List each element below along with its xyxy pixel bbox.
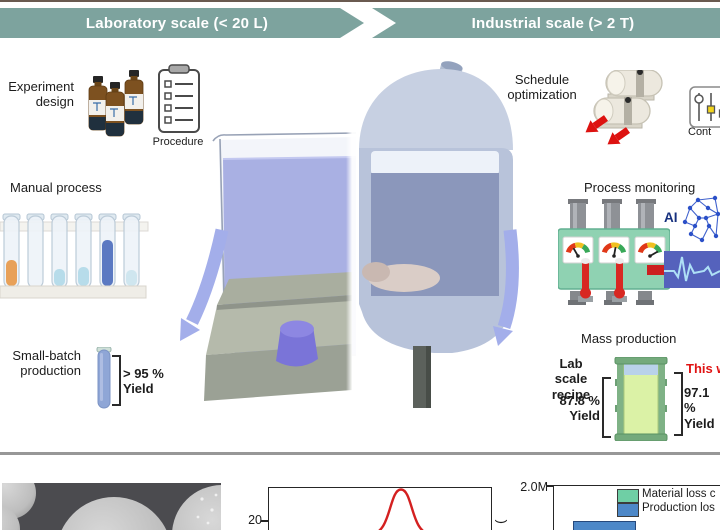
mass-production-label: Mass production (581, 331, 677, 346)
reactor-leg (413, 346, 430, 408)
schedule-optimization-label: Schedule optimization (507, 72, 577, 103)
right-chart-frame (553, 485, 720, 530)
reagent-bottles-icon (88, 69, 144, 137)
this-work-bracket (674, 372, 683, 436)
mid-chart-curve (377, 488, 425, 530)
process-monitoring-label: Process monitoring (584, 180, 696, 195)
mid-chart-ytick: 20 (248, 513, 262, 527)
legend-label-material-loss: Material loss c (642, 488, 716, 500)
top-rule (0, 0, 720, 2)
procedure-clipboard-icon (158, 64, 200, 133)
lab-recipe-bracket (602, 377, 611, 438)
banner-laboratory-label: Laboratory scale (< 20 L) (85, 14, 269, 32)
legend-swatch-production-loss (617, 503, 639, 517)
scale-up-arrow-right (493, 229, 519, 346)
right-chart-tickmark (546, 485, 553, 487)
control-label: Cont (688, 126, 712, 138)
waveform-panel-icon (664, 251, 720, 288)
small-batch-yield-bracket (112, 355, 121, 406)
small-batch-production-label: Small-batch production (12, 348, 81, 379)
right-chart-bar (573, 521, 636, 530)
beaker-reactor-illustration (180, 58, 519, 410)
test-tube-rack-icon (0, 213, 149, 299)
scale-up-arrow-left (180, 228, 229, 341)
manual-process-label: Manual process (10, 180, 102, 195)
small-batch-tube-icon (96, 347, 112, 409)
this-work-label: This w (686, 361, 720, 376)
signal-connector (647, 265, 666, 275)
ai-label: AI (664, 210, 678, 225)
right-chart-ylabel-fragment: ( (492, 519, 508, 524)
mid-chart-tickmark (261, 520, 268, 522)
this-work-yield-value: 97.1 % Yield (684, 385, 715, 431)
production-tank-icon (614, 357, 668, 441)
lab-scale-yield-value: 87.8 % Yield (559, 393, 600, 424)
banner-industrial-scale: Industrial scale (> 2 T) (372, 8, 720, 38)
magnetic-stirrer (204, 272, 352, 401)
ai-network-icon (682, 195, 720, 243)
sem-micrograph (2, 483, 221, 530)
right-chart-ytick: 2.0M (520, 480, 548, 494)
legend-label-production-loss: Production los (642, 502, 715, 514)
banner-laboratory-scale: Laboratory scale (< 20 L) (0, 8, 364, 38)
procedure-label: Procedure (152, 136, 204, 148)
gauge-machine-icon (558, 199, 670, 305)
control-sliders-icon (689, 86, 720, 128)
lab-scale-recipe-label: Lab scale recipe (551, 356, 591, 402)
schedule-tanks-icon (584, 70, 663, 150)
section-divider (0, 452, 720, 455)
small-batch-yield-value: > 95 % Yield (123, 366, 164, 397)
industrial-reactor (359, 61, 513, 408)
banner-industrial-label: Industrial scale (> 2 T) (471, 14, 635, 32)
mid-chart-frame (268, 487, 492, 530)
experiment-design-label: Experiment design (8, 79, 74, 110)
legend-swatch-material-loss (617, 489, 639, 503)
